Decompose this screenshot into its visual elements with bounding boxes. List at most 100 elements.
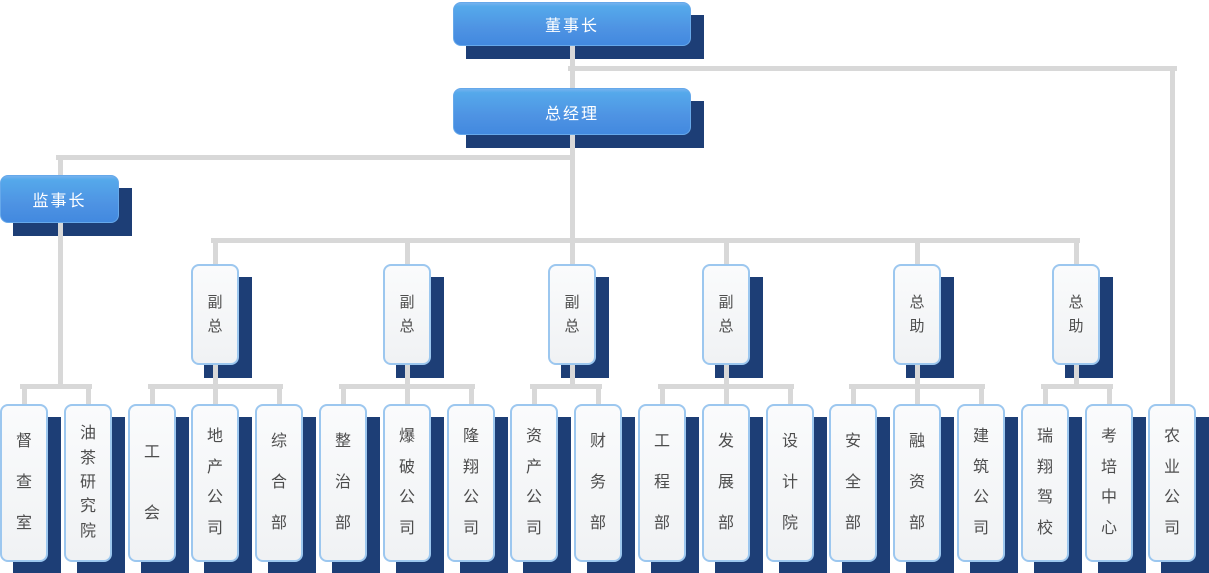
connector-line-vertical — [724, 384, 729, 405]
org-node-v4: 副总 — [702, 264, 750, 365]
connector-line-vertical — [213, 384, 218, 405]
org-node-b7: 爆破公司 — [383, 404, 431, 562]
node-label: 副总 — [564, 294, 580, 335]
org-node-b13: 设计院 — [766, 404, 814, 562]
connector-line-vertical — [341, 384, 346, 405]
org-node-b16: 建筑公司 — [957, 404, 1005, 562]
org-node-b1: 督查室 — [0, 404, 48, 562]
connector-line-vertical — [405, 384, 410, 405]
connector-line-vertical — [405, 238, 410, 265]
org-node-b10: 财务部 — [574, 404, 622, 562]
org-node-b4: 地产公司 — [191, 404, 239, 562]
node-label: 督查室 — [15, 433, 32, 532]
connector-line-vertical — [469, 384, 474, 405]
org-node-b3: 工会 — [128, 404, 176, 562]
org-node-b17: 瑞翔驾校 — [1021, 404, 1069, 562]
connector-line-vertical — [1074, 238, 1079, 265]
connector-line-vertical — [58, 222, 63, 389]
node-label: 地产公司 — [206, 428, 223, 537]
connector-line-horizontal — [1041, 384, 1113, 389]
org-node-b2: 油茶研究院 — [64, 404, 112, 562]
connector-line-vertical — [915, 384, 920, 405]
connector-line-vertical — [724, 238, 729, 265]
org-node-b11: 工程部 — [638, 404, 686, 562]
connector-line-vertical — [213, 364, 218, 389]
connector-line-horizontal — [211, 238, 1080, 243]
connector-line-vertical — [596, 384, 601, 405]
connector-line-vertical — [1043, 384, 1048, 405]
connector-line-vertical — [1074, 364, 1079, 389]
connector-line-vertical — [277, 384, 282, 405]
node-label: 融资部 — [908, 433, 925, 532]
connector-line-vertical — [58, 155, 63, 176]
node-label: 总经理 — [544, 105, 599, 123]
node-label: 瑞翔驾校 — [1036, 428, 1053, 537]
node-label: 总助 — [1068, 294, 1084, 335]
connector-line-horizontal — [339, 384, 475, 389]
org-node-b18: 考培中心 — [1085, 404, 1133, 562]
connector-line-vertical — [724, 364, 729, 389]
node-label: 发展部 — [717, 433, 734, 532]
connector-line-vertical — [570, 364, 575, 389]
connector-line-vertical — [851, 384, 856, 405]
org-node-v3: 副总 — [548, 264, 596, 365]
connector-line-vertical — [979, 384, 984, 405]
connector-line-vertical — [788, 384, 793, 405]
connector-line-horizontal — [849, 384, 985, 389]
org-node-a2: 总助 — [1052, 264, 1100, 365]
org-node-b14: 安全部 — [829, 404, 877, 562]
node-label: 资产公司 — [525, 428, 542, 537]
org-node-chairman: 董事长 — [453, 2, 691, 46]
connector-line-vertical — [405, 364, 410, 389]
node-label: 工会 — [143, 443, 160, 522]
node-label: 隆翔公司 — [462, 428, 479, 537]
node-label: 财务部 — [589, 433, 606, 532]
connector-line-horizontal — [56, 155, 574, 160]
connector-line-vertical — [150, 384, 155, 405]
node-label: 农业公司 — [1163, 428, 1180, 537]
connector-line-vertical — [660, 384, 665, 405]
connector-line-vertical — [213, 238, 218, 265]
node-label: 董事长 — [544, 18, 599, 35]
node-label: 设计院 — [781, 433, 798, 532]
org-node-v2: 副总 — [383, 264, 431, 365]
node-label: 监事长 — [32, 193, 87, 210]
node-label: 副总 — [207, 294, 223, 335]
connector-line-horizontal — [658, 384, 794, 389]
connector-line-vertical — [532, 384, 537, 405]
node-label: 副总 — [718, 294, 734, 335]
org-node-a1: 总助 — [893, 264, 941, 365]
org-node-b8: 隆翔公司 — [447, 404, 495, 562]
node-label: 建筑公司 — [972, 428, 989, 537]
org-node-b6: 整治部 — [319, 404, 367, 562]
connector-line-vertical — [570, 134, 575, 265]
connector-line-vertical — [915, 238, 920, 265]
connector-line-vertical — [86, 384, 91, 405]
node-label: 总助 — [909, 294, 925, 335]
connector-line-vertical — [22, 384, 27, 405]
org-node-b9: 资产公司 — [510, 404, 558, 562]
connector-line-vertical — [1107, 384, 1112, 405]
node-label: 考培中心 — [1100, 428, 1117, 537]
node-label: 爆破公司 — [398, 428, 415, 537]
node-label: 副总 — [399, 294, 415, 335]
node-label: 整治部 — [334, 433, 351, 532]
org-node-supervisor: 监事长 — [0, 175, 119, 223]
connector-line-horizontal — [568, 66, 1177, 71]
node-label: 综合部 — [270, 433, 287, 532]
node-label: 工程部 — [653, 433, 670, 532]
node-label: 安全部 — [844, 433, 861, 532]
org-node-b19: 农业公司 — [1148, 404, 1196, 562]
node-label: 油茶研究院 — [79, 425, 96, 540]
connector-line-horizontal — [20, 384, 92, 389]
connector-line-horizontal — [530, 384, 602, 389]
connector-line-horizontal — [148, 384, 283, 389]
org-node-b15: 融资部 — [893, 404, 941, 562]
org-node-b12: 发展部 — [702, 404, 750, 562]
connector-line-vertical — [1170, 66, 1175, 405]
org-node-gm: 总经理 — [453, 88, 691, 135]
org-node-b5: 综合部 — [255, 404, 303, 562]
